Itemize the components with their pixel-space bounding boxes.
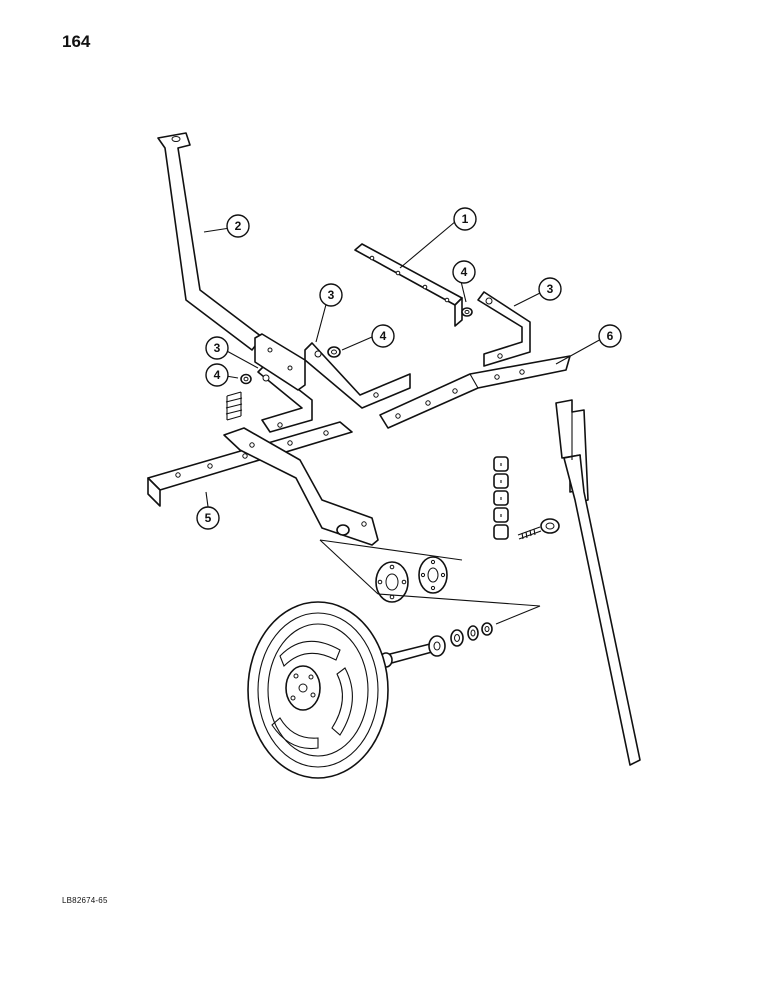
wheel-arm [223,427,379,546]
washer-2 [467,625,479,641]
arm-part-2 [157,132,263,351]
callout-1: 1 [453,207,477,231]
callout-3: 3 [205,336,229,360]
chain [493,456,509,540]
hub-flange-inner [418,556,448,594]
callout-2: 2 [226,214,250,238]
svg-text:4: 4 [380,329,387,343]
nut-part-4-middle [327,346,341,358]
mounting-plate [254,333,306,391]
svg-text:2: 2 [235,219,242,233]
svg-text:3: 3 [547,282,554,296]
callout-4: 4 [452,260,476,284]
bearing [428,635,446,657]
svg-text:4: 4 [214,368,221,382]
svg-text:6: 6 [607,329,614,343]
bracket-part-1 [354,243,463,327]
drawing-code: LB82674-65 [62,896,108,905]
axle-bolt [379,643,433,668]
svg-text:5: 5 [205,511,212,525]
callout-6: 6 [598,324,622,348]
u-bracket-part-3-middle [304,342,411,409]
spring [225,391,243,421]
svg-text:3: 3 [328,288,335,302]
svg-text:1: 1 [462,212,469,226]
nut-part-4-right [461,307,473,317]
svg-text:4: 4 [461,265,468,279]
shank-tine [555,399,641,766]
callout-5: 5 [196,506,220,530]
callout-3: 3 [319,283,343,307]
gauge-wheel [247,601,389,779]
nut-part-4-left [240,373,252,385]
u-bracket-part-3-right [477,291,531,367]
page-number: 164 [62,32,91,51]
callout-4: 4 [205,363,229,387]
eye-bolt [517,518,560,540]
callout-3: 3 [538,277,562,301]
axle-nut [481,622,493,636]
svg-text:3: 3 [214,341,221,355]
callout-4: 4 [371,324,395,348]
hub-flange [375,561,409,603]
washer-1 [450,629,464,647]
tool-bar-part-5 [147,421,353,507]
tool-bar-part-6 [379,355,571,429]
